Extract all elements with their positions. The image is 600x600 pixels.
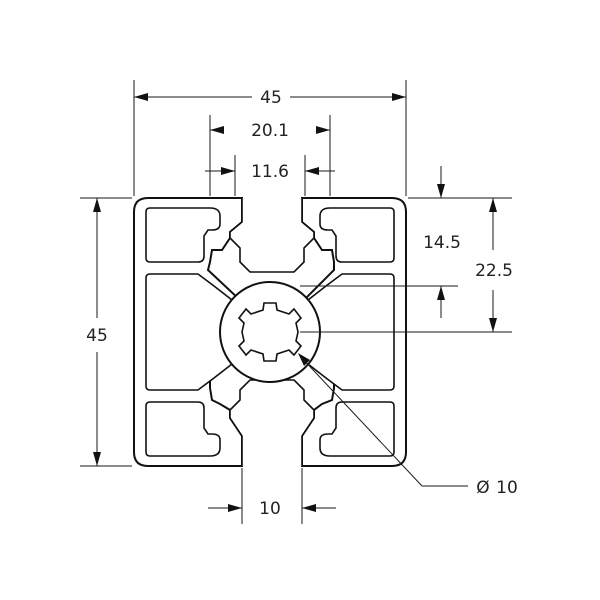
dimension-lines [80, 80, 512, 524]
label-overall-width: 45 [260, 88, 282, 108]
arrow-bore [298, 353, 310, 366]
arrow-20-left [210, 126, 224, 134]
label-diameter-symbol: Ø [476, 478, 489, 498]
label-slot-outer: 20.1 [251, 121, 289, 141]
arrow-width-left [134, 93, 148, 101]
arrow-10-left [228, 504, 242, 512]
top-slot-neck [229, 198, 315, 273]
cavity-top-left [145, 207, 221, 263]
arrow-11-right [305, 167, 319, 175]
bottom-slot-neck [229, 379, 315, 466]
label-slot-width: 10 [259, 499, 281, 519]
center-bore [237, 302, 303, 362]
cavity-top-right [319, 207, 395, 263]
arrow-14-bottom [437, 286, 445, 300]
dimension-labels: 45 20.1 11.6 14.5 22.5 45 10 Ø 10 [86, 88, 518, 519]
arrow-width-right [392, 93, 406, 101]
cavity-bottom-left [145, 401, 221, 457]
arrow-22-bottom [489, 318, 497, 332]
label-center-bore: 10 [496, 478, 518, 498]
arrow-height-bottom [93, 452, 101, 466]
label-offset-small: 14.5 [423, 233, 461, 253]
cavity-bottom-right [319, 401, 395, 457]
arrow-11-left [221, 167, 235, 175]
label-overall-height: 45 [86, 326, 108, 346]
arrow-10-right [302, 504, 316, 512]
arrow-14-top [437, 184, 445, 198]
label-slot-inner: 11.6 [251, 162, 289, 182]
label-half-height: 22.5 [475, 261, 513, 281]
arrow-20-right [316, 126, 330, 134]
arrow-22-top [489, 198, 497, 212]
bore-leader [299, 355, 423, 487]
arrow-height-top [93, 198, 101, 212]
